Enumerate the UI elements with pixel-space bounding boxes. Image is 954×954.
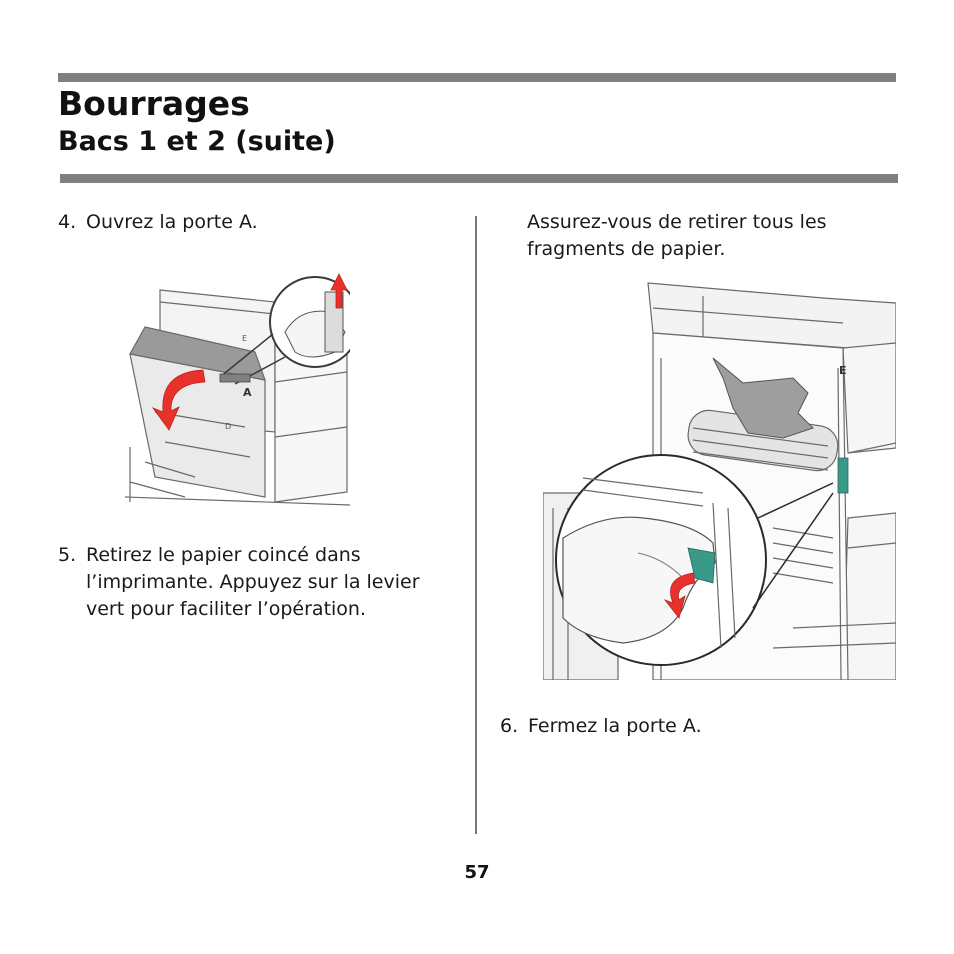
page-title: Bourrages [58, 84, 250, 123]
note-line-1: Assurez-vous de retirer tous les [527, 211, 827, 233]
step-4: 4. Ouvrez la porte A. [58, 209, 258, 236]
step-number: 6. [500, 715, 519, 737]
paper-fragment-note: Assurez-vous de retirer tous les fragmen… [527, 209, 827, 263]
step-5-line-3: vert pour faciliter l’opération. [86, 598, 366, 620]
step-number: 5. [58, 544, 77, 566]
header-bottom-rule [60, 174, 898, 183]
step-6: 6. Fermez la porte A. [500, 713, 702, 740]
note-line-2: fragments de papier. [527, 238, 726, 260]
jammed-paper-drawing [543, 282, 896, 680]
step-text: Fermez la porte A. [528, 715, 702, 737]
step-text: Retirez le papier coincé dans l’impriman… [86, 542, 420, 623]
step-text: Ouvrez la porte A. [86, 211, 258, 233]
open-door-a-illustration: A A E D [125, 262, 350, 507]
printer-door-drawing [125, 273, 350, 506]
page-subtitle: Bacs 1 et 2 (suite) [58, 126, 336, 157]
panel-e-label: E [839, 364, 847, 377]
header-top-rule [58, 73, 896, 82]
panel-label: E [242, 334, 248, 343]
door-label: A [243, 386, 252, 399]
step-number: 4. [58, 211, 77, 233]
page-number: 57 [464, 862, 490, 883]
step-5-line-1: Retirez le papier coincé dans [86, 544, 361, 566]
small-label: D [225, 422, 232, 431]
remove-paper-illustration: E [543, 278, 896, 680]
column-divider [475, 216, 477, 834]
step-5: 5. Retirez le papier coincé dans l’impri… [58, 542, 468, 623]
step-5-line-2: l’imprimante. Appuyez sur la levier [86, 571, 420, 593]
